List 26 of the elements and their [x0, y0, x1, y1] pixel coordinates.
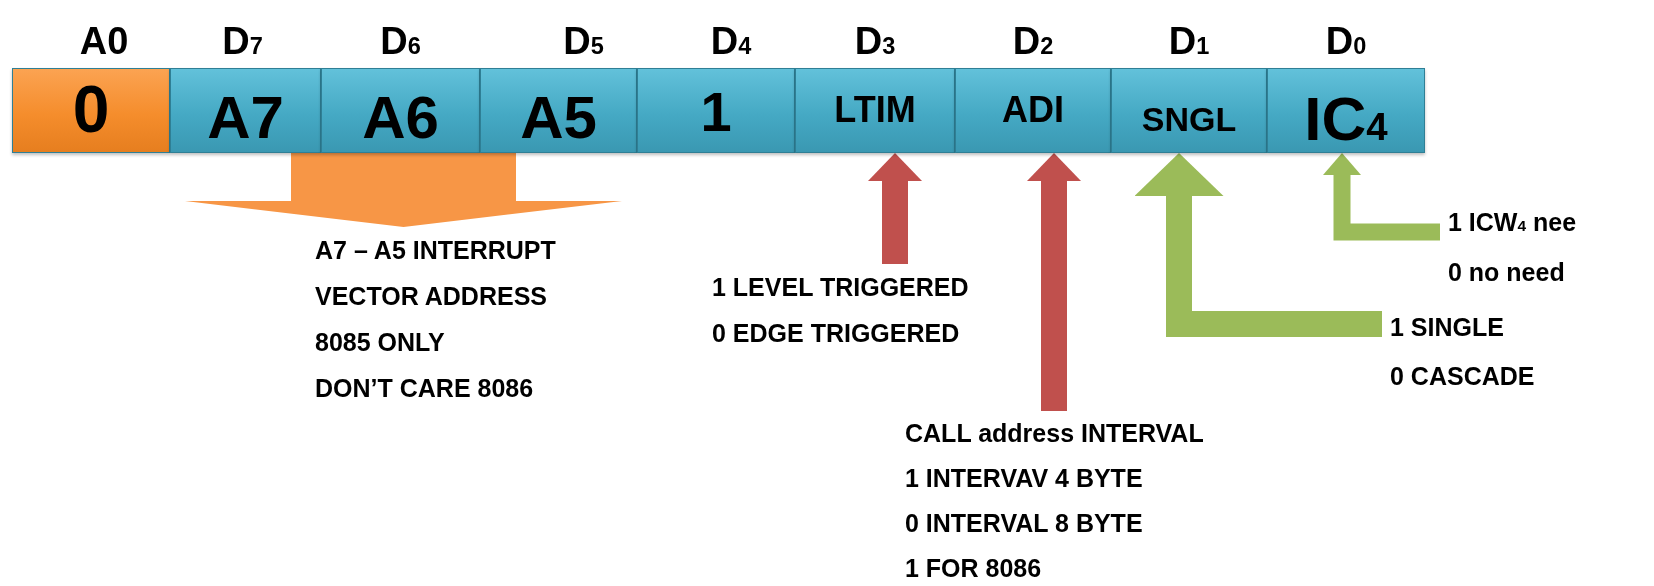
block-arrow [1323, 153, 1440, 241]
bit-value: LTIM [833, 92, 917, 128]
note-text: 0 INTERVAL 8 BYTE [905, 508, 1144, 539]
note-text: DON’T CARE 8086 [315, 373, 535, 404]
note-text: 0 EDGE TRIGGERED [712, 318, 961, 349]
bit-value: ADI [1001, 92, 1065, 128]
bit-label: A0 [78, 19, 130, 63]
note-text: 8085 ONLY [315, 327, 446, 358]
note-text: CALL address INTERVAL [905, 418, 1205, 449]
note-text: VECTOR ADDRESS [315, 281, 548, 312]
bit-value: A7 [206, 88, 285, 148]
bit-value: A5 [519, 88, 598, 148]
block-arrow [868, 153, 922, 264]
bit-value: 1 [699, 84, 733, 140]
note-text: 1 FOR 8086 [905, 553, 1043, 584]
note-text: A7 – A5 INTERRUPT [315, 235, 557, 266]
note-text: 1 INTERVAV 4 BYTE [905, 463, 1144, 494]
note-text: 0 CASCADE [1390, 361, 1536, 392]
note-text: 1 SINGLE [1390, 312, 1505, 343]
block-arrow [1027, 153, 1081, 411]
note-text: 1 LEVEL TRIGGERED [712, 272, 970, 303]
bit-value: SNGL [1140, 102, 1238, 136]
note-text: 0 no need [1448, 257, 1566, 288]
bit-value: A6 [361, 88, 440, 148]
bit-value: 0 [71, 76, 111, 142]
block-arrow [1134, 153, 1382, 337]
